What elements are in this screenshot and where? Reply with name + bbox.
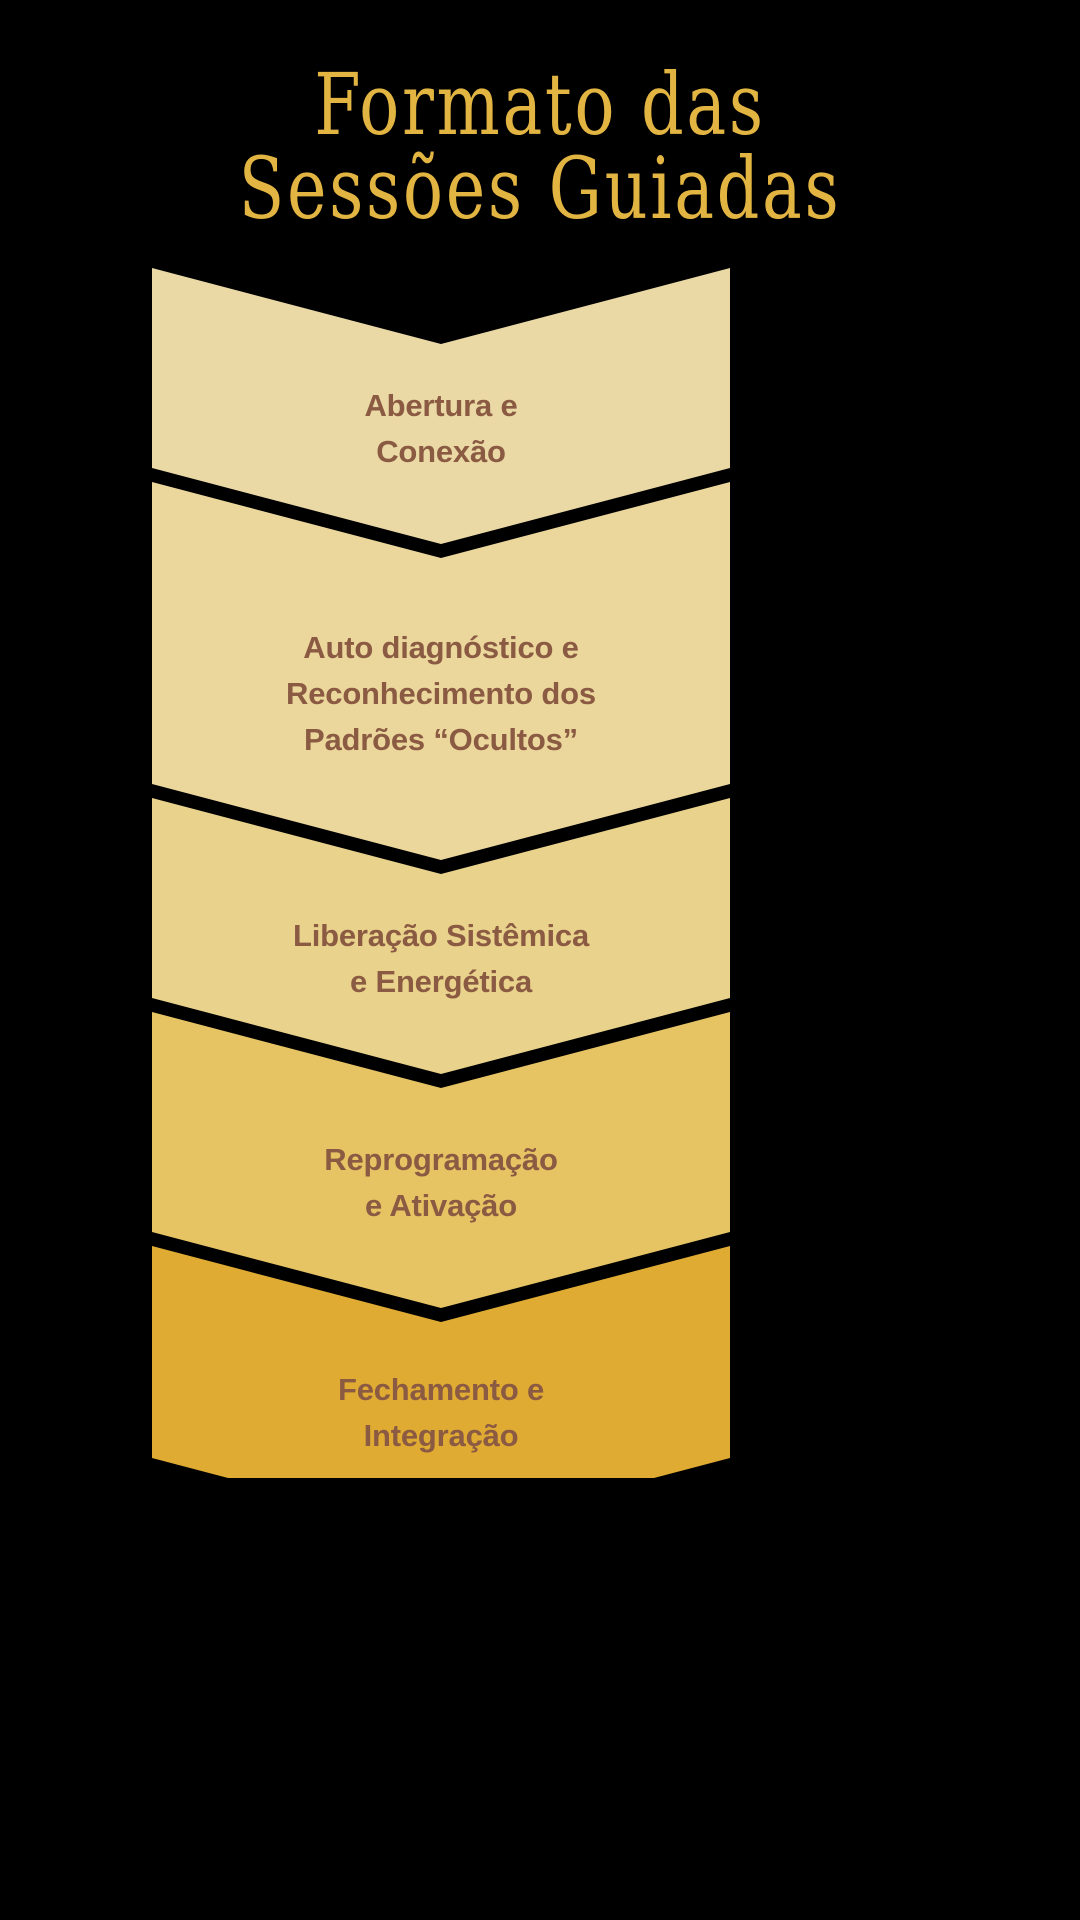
funnel-step-shape-5 (152, 1246, 730, 1478)
funnel-step-shape-3 (152, 798, 730, 1074)
funnel-step-shape-4 (152, 1012, 730, 1308)
funnel-step-label-4: Reprogramação e Ativação (324, 1141, 558, 1223)
page-title: Formato das Sessões Guiadas (0, 54, 1080, 231)
funnel-step-label-3: Liberação Sistêmica e Energética (292, 917, 589, 999)
funnel-shapes (152, 268, 730, 1478)
page-title-line-2: Sessões Guiadas (238, 138, 842, 239)
funnel-step-label-1: Abertura e Conexão (364, 387, 518, 469)
funnel-diagram: Abertura e Conexão Auto diagnóstico e Re… (152, 268, 730, 1478)
funnel-step-shape-2 (152, 482, 730, 860)
funnel-step-label-5: Fechamento e Integração (337, 1371, 545, 1453)
page-title-line-1: Formato das (314, 54, 766, 155)
funnel-step-label-2: Auto diagnóstico e Reconhecimento dos Pa… (286, 629, 596, 757)
funnel-step-shape-1 (152, 268, 730, 544)
